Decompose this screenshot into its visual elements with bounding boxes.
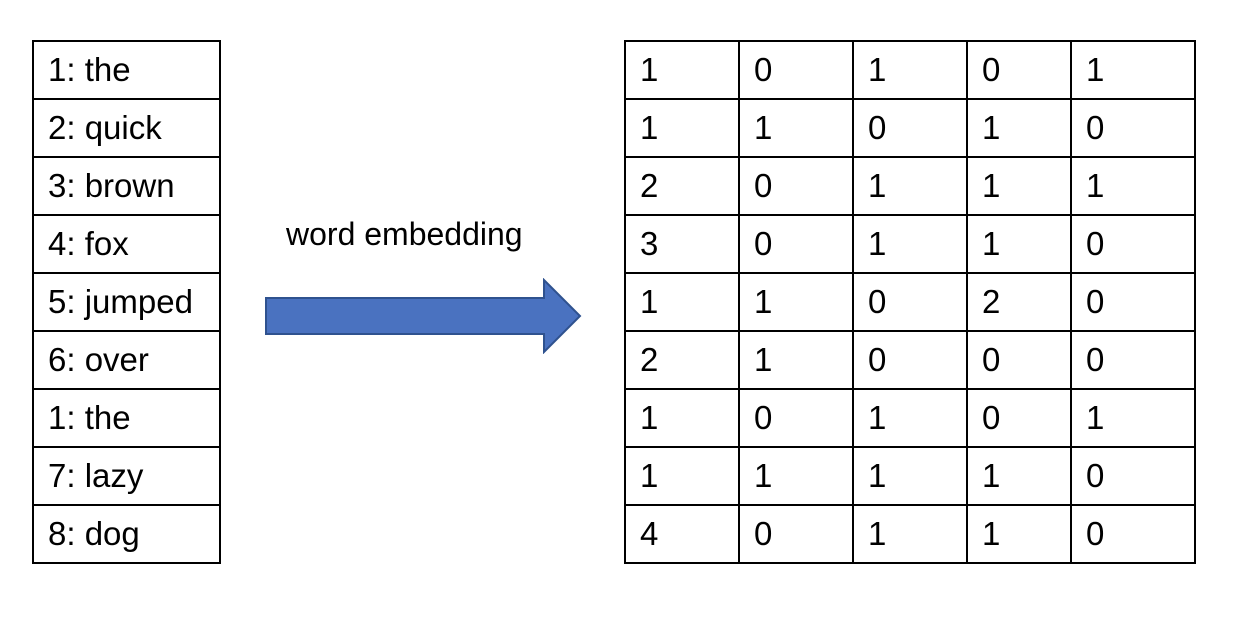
matrix-cell: 0 [738,388,854,448]
vocabulary-row: 5: jumped [32,272,221,332]
matrix-cell: 1 [624,446,740,506]
matrix-cell: 0 [1070,272,1196,332]
vocabulary-row: 6: over [32,330,221,390]
matrix-cell: 4 [624,504,740,564]
matrix-cell: 0 [738,504,854,564]
matrix-cell: 1 [624,40,740,100]
vocabulary-cell: 5: jumped [32,272,221,332]
matrix-cell: 0 [966,330,1072,390]
vocabulary-row: 2: quick [32,98,221,158]
vocabulary-row: 3: brown [32,156,221,216]
matrix-cell: 0 [966,388,1072,448]
vocabulary-row: 1: the [32,388,221,448]
vocabulary-cell: 4: fox [32,214,221,274]
matrix-cell: 1 [966,504,1072,564]
vocabulary-cell: 1: the [32,388,221,448]
vocabulary-row: 8: dog [32,504,221,564]
matrix-cell: 1 [738,330,854,390]
matrix-cell: 0 [1070,98,1196,158]
matrix-cell: 1 [624,272,740,332]
matrix-cell: 1 [738,446,854,506]
vocabulary-row: 4: fox [32,214,221,274]
vocabulary-cell: 3: brown [32,156,221,216]
vocabulary-cell: 2: quick [32,98,221,158]
matrix-cell: 0 [966,40,1072,100]
arrow-shape [265,278,582,354]
matrix-cell: 1 [852,40,968,100]
matrix-cell: 1 [1070,40,1196,100]
vocabulary-cell: 6: over [32,330,221,390]
matrix-cell: 1 [738,98,854,158]
vocabulary-cell: 1: the [32,40,221,100]
matrix-cell: 1 [624,98,740,158]
arrow-label: word embedding [286,216,523,252]
matrix-cell: 1 [966,446,1072,506]
matrix-cell: 2 [624,330,740,390]
matrix-cell: 0 [738,156,854,216]
matrix-cell: 1 [966,98,1072,158]
matrix-cell: 1 [966,156,1072,216]
matrix-cell: 0 [852,330,968,390]
matrix-cell: 1 [852,156,968,216]
matrix-cell: 1 [852,504,968,564]
matrix-cell: 1 [852,214,968,274]
vocabulary-table: 1: the 2: quick 3: brown 4: fox 5: jumpe… [32,40,221,564]
vocabulary-row: 7: lazy [32,446,221,506]
matrix-cell: 1 [966,214,1072,274]
vocabulary-cell: 7: lazy [32,446,221,506]
matrix-cell: 0 [1070,446,1196,506]
matrix-cell: 0 [852,98,968,158]
matrix-cell: 0 [738,40,854,100]
matrix-cell: 0 [1070,214,1196,274]
matrix-cell: 3 [624,214,740,274]
vocabulary-cell: 8: dog [32,504,221,564]
vocabulary-row: 1: the [32,40,221,100]
matrix-cell: 0 [852,272,968,332]
matrix-cell: 2 [966,272,1072,332]
matrix-cell: 2 [624,156,740,216]
matrix-cell: 0 [1070,330,1196,390]
matrix-cell: 1 [1070,388,1196,448]
right-arrow-icon [265,278,582,354]
matrix-cell: 1 [852,388,968,448]
matrix-cell: 0 [1070,504,1196,564]
matrix-cell: 1 [852,446,968,506]
matrix-cell: 1 [624,388,740,448]
matrix-cell: 1 [1070,156,1196,216]
matrix-cell: 1 [738,272,854,332]
matrix-cell: 0 [738,214,854,274]
